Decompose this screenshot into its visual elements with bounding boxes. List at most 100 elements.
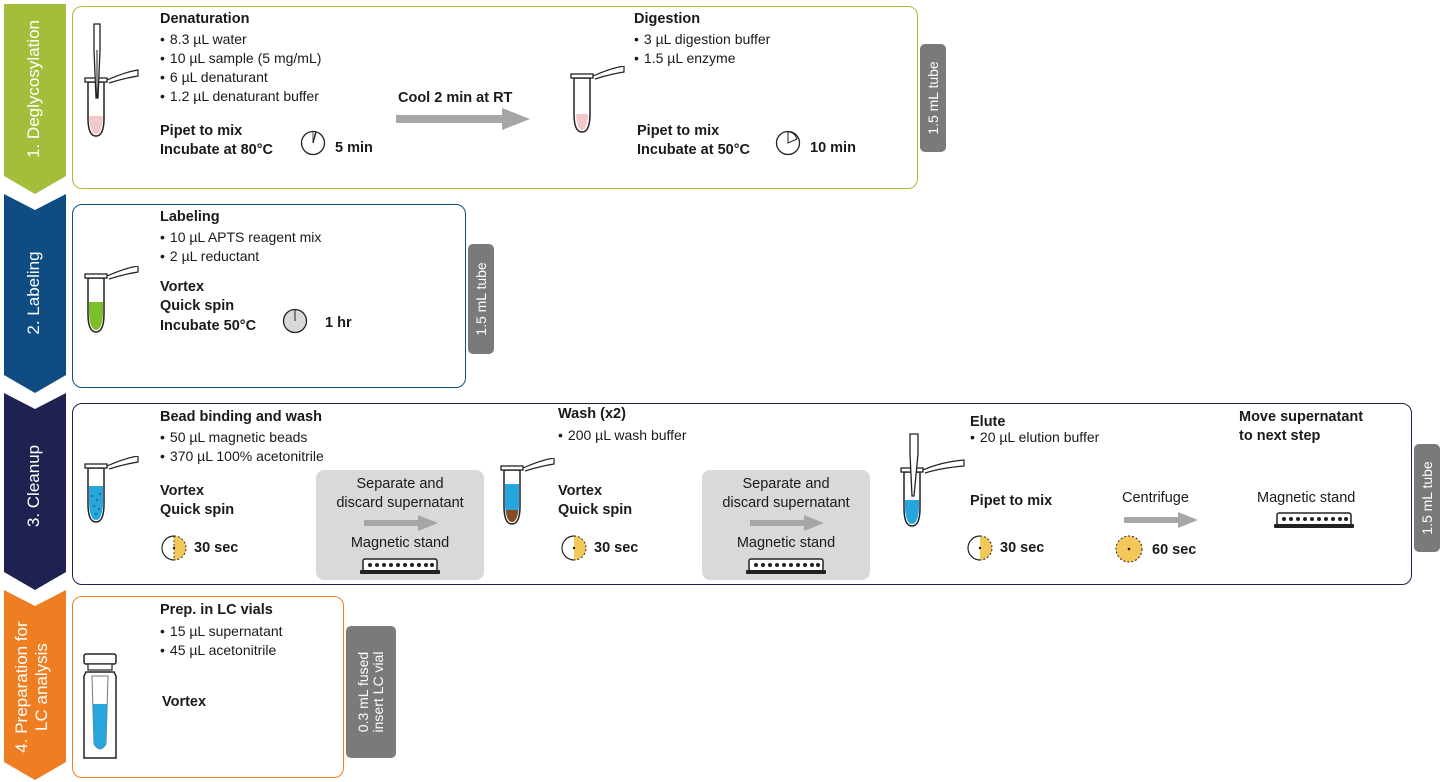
vial-tab-line2: insert LC vial — [370, 651, 386, 733]
timer-icon — [282, 308, 308, 334]
timer-icon — [967, 535, 993, 561]
bead-list: 50 µL magnetic beads 370 µL 100% acetoni… — [160, 428, 324, 466]
arrow-right-icon — [1124, 512, 1198, 528]
digestion-title: Digestion — [634, 11, 701, 27]
tube-icon — [570, 66, 625, 133]
denaturation-incubate: Incubate at 80°C — [160, 142, 273, 158]
tube-tab-label: 1.5 mL tube — [1419, 461, 1435, 535]
denaturation-item: 6 µL denaturant — [160, 68, 321, 87]
vial-tab-label: 0.3 mL fused insert LC vial — [355, 651, 386, 733]
stage-1-label: 1. Deglycosylation — [24, 20, 43, 158]
digestion-pipet: Pipet to mix — [637, 123, 720, 139]
cleanup-box — [72, 403, 1412, 585]
labeling-box — [72, 204, 466, 388]
bead-spin: Quick spin — [160, 502, 235, 518]
tube-with-pipette-icon — [900, 433, 965, 527]
denaturation-time: 5 min — [335, 140, 373, 156]
elute-item: 20 µL elution buffer — [970, 428, 1099, 447]
digestion-item: 3 µL digestion buffer — [634, 30, 770, 49]
labeling-title: Labeling — [160, 209, 220, 225]
labeling-item: 10 µL APTS reagent mix — [160, 228, 322, 247]
denaturation-list: 8.3 µL water 10 µL sample (5 mg/mL) 6 µL… — [160, 30, 322, 106]
stage-4-chevron — [4, 590, 66, 780]
wash-list: 200 µL wash buffer — [558, 426, 687, 445]
tube-icon — [500, 458, 555, 525]
wash-title: Wash (x2) — [558, 406, 626, 422]
labeling-item: 2 µL reductant — [160, 247, 321, 266]
centrifuge-label: Centrifuge — [1122, 490, 1189, 506]
deglycosylation-box — [72, 6, 918, 189]
prep-list: 15 µL supernatant 45 µL acetonitrile — [160, 622, 283, 660]
stage-2-label: 2. Labeling — [24, 251, 43, 335]
separate-line1: Separate and — [356, 476, 444, 492]
magnetic-stand-icon — [746, 558, 826, 574]
move-line1: Move supernatant — [1239, 409, 1364, 425]
timer-icon — [561, 535, 587, 561]
tube-tab: 1.5 mL tube — [468, 244, 494, 354]
wash-vortex: Vortex — [558, 483, 603, 499]
wash-spin: Quick spin — [558, 502, 633, 518]
denaturation-item: 10 µL sample (5 mg/mL) — [160, 49, 322, 68]
labeling-spin: Quick spin — [160, 298, 235, 314]
timer-icon — [161, 535, 187, 561]
separate-line2: discard supernatant — [722, 495, 850, 511]
timer-icon — [1115, 535, 1143, 563]
magnetic-stand-label: Magnetic stand — [736, 535, 836, 551]
arrow-right-icon — [364, 515, 438, 531]
denaturation-item: 8.3 µL water — [160, 30, 321, 49]
stage-4-label-line1: 4. Preparation for — [12, 621, 31, 753]
digestion-list: 3 µL digestion buffer 1.5 µL enzyme — [634, 30, 770, 68]
tube-with-pipette-icon — [84, 23, 139, 137]
arrow-right-icon — [750, 515, 824, 531]
prep-vortex: Vortex — [162, 694, 207, 710]
wash-item: 200 µL wash buffer — [558, 426, 687, 445]
elute-title: Elute — [970, 414, 1006, 430]
stage-1-chevron — [4, 4, 66, 194]
timer-icon — [775, 130, 801, 156]
arrow-right-icon — [396, 108, 530, 130]
magnetic-stand-label: Magnetic stand — [1257, 490, 1356, 506]
magnetic-stand-icon — [360, 558, 440, 574]
labeling-vortex: Vortex — [160, 279, 205, 295]
stage-4-label: 4. Preparation for LC analysis — [12, 607, 52, 767]
tube-icon — [84, 266, 139, 333]
bead-title: Bead binding and wash — [160, 409, 322, 425]
timer-icon — [300, 130, 326, 156]
stage-2-chevron — [4, 194, 66, 393]
prep-item: 45 µL acetonitrile — [160, 641, 283, 660]
magnetic-stand-icon — [1274, 512, 1354, 528]
lc-vial-icon — [83, 653, 117, 759]
digestion-time: 10 min — [810, 140, 856, 156]
prep-title: Prep. in LC vials — [160, 602, 273, 618]
magnetic-stand-label: Magnetic stand — [350, 535, 450, 551]
stage-3-chevron — [4, 393, 66, 590]
centrifuge-time: 60 sec — [1152, 542, 1197, 558]
elute-list: 20 µL elution buffer — [970, 428, 1099, 447]
bead-time: 30 sec — [194, 540, 239, 556]
tube-icon — [84, 456, 139, 523]
vial-tab: 0.3 mL fused insert LC vial — [346, 626, 396, 758]
separate-line1: Separate and — [742, 476, 830, 492]
separate-line2: discard supernatant — [336, 495, 464, 511]
denaturation-item: 1.2 µL denaturant buffer — [160, 87, 321, 106]
prep-box — [72, 596, 344, 778]
labeling-time: 1 hr — [325, 315, 352, 331]
stage-3-label: 3. Cleanup — [24, 444, 43, 528]
move-line2: to next step — [1239, 428, 1321, 444]
labeling-list: 10 µL APTS reagent mix 2 µL reductant — [160, 228, 322, 266]
bead-item: 370 µL 100% acetonitrile — [160, 447, 324, 466]
digestion-item: 1.5 µL enzyme — [634, 49, 770, 68]
denaturation-title: Denaturation — [160, 11, 250, 27]
denaturation-pipet: Pipet to mix — [160, 123, 243, 139]
vial-tab-line1: 0.3 mL fused — [355, 651, 371, 733]
elute-pipet: Pipet to mix — [970, 493, 1053, 509]
tube-tab: 1.5 mL tube — [920, 44, 946, 152]
tube-tab-label: 1.5 mL tube — [473, 262, 489, 336]
labeling-incubate: Incubate 50°C — [160, 318, 257, 334]
tube-tab-label: 1.5 mL tube — [925, 61, 941, 135]
elute-time: 30 sec — [1000, 540, 1045, 556]
wash-time: 30 sec — [594, 540, 639, 556]
cool-label: Cool 2 min at RT — [398, 90, 513, 106]
tube-tab: 1.5 mL tube — [1414, 444, 1440, 552]
